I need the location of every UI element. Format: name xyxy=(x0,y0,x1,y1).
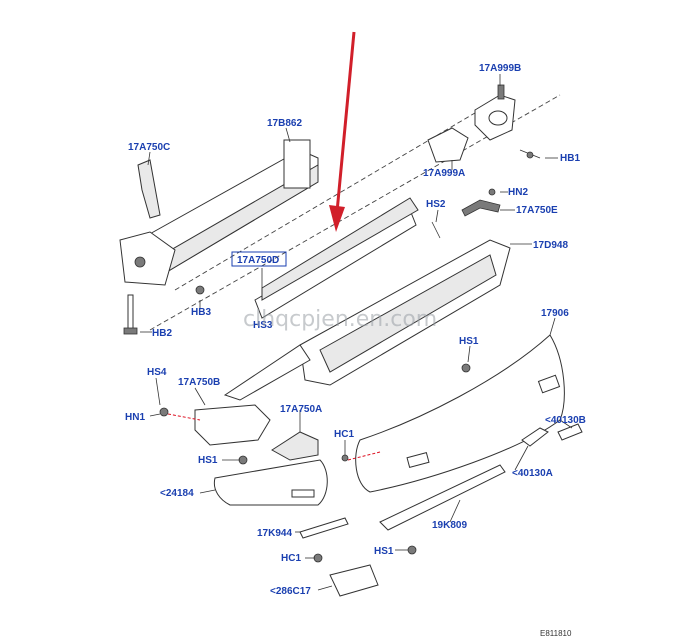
bracket-17a999a xyxy=(427,127,469,163)
red-dash-line xyxy=(347,451,381,461)
bracket-17a750e xyxy=(461,199,501,217)
strip-17k944 xyxy=(299,517,349,539)
label-hb2: HB2 xyxy=(152,328,172,339)
label-hs3: HS3 xyxy=(253,320,273,331)
screw-hs1 xyxy=(461,363,471,373)
label-17a750a: 17A750A xyxy=(280,404,322,415)
label-hn2: HN2 xyxy=(508,187,528,198)
label-hc1-lower: HC1 xyxy=(281,553,301,564)
label-17a750d: 17A750D xyxy=(237,255,279,266)
bolt-hb2 xyxy=(123,294,138,335)
reference-number: E811810 xyxy=(540,629,572,637)
label-24184: <24184 xyxy=(160,488,194,499)
reinforcement-beam xyxy=(119,139,319,286)
label-17a750b: 17A750B xyxy=(178,377,220,388)
label-hs4: HS4 xyxy=(147,367,167,378)
red-dash-line xyxy=(167,413,201,421)
label-hs2: HS2 xyxy=(426,199,446,210)
red-arrow xyxy=(329,31,356,232)
label-17a750c: 17A750C xyxy=(128,142,170,153)
nut-hn2 xyxy=(488,188,496,196)
label-hs1-upper: HS1 xyxy=(459,336,479,347)
lower-cover xyxy=(213,459,328,506)
label-17906: 17906 xyxy=(541,308,569,319)
screw-hs1 xyxy=(407,545,417,555)
label-17k944: 17K944 xyxy=(257,528,292,539)
screw-hs1 xyxy=(238,455,248,465)
label-17a999a: 17A999A xyxy=(423,168,465,179)
energy-absorber xyxy=(254,197,419,319)
bumper-cover xyxy=(355,334,565,493)
cover-40130a xyxy=(521,427,549,447)
assembly-line xyxy=(174,109,481,291)
label-40130a: <40130A xyxy=(512,468,553,479)
molding-19k809 xyxy=(379,464,506,531)
label-17b862: 17B862 xyxy=(267,118,302,129)
label-286c17: <286C17 xyxy=(270,586,311,597)
label-hc1-upper: HC1 xyxy=(334,429,354,440)
label-17a999b: 17A999B xyxy=(479,63,521,74)
label-hs1-lower: HS1 xyxy=(374,546,394,557)
bracket-17a999b xyxy=(474,84,516,141)
label-hn1: HN1 xyxy=(125,412,145,423)
bumper-support xyxy=(223,239,511,401)
callout-labels: 17A999B 17B862 17A750C HB1 17A999A HN2 H… xyxy=(125,63,586,637)
label-17d948: 17D948 xyxy=(533,240,568,251)
nut-hn1 xyxy=(159,407,169,417)
part-286c17 xyxy=(329,564,379,597)
label-hb3: HB3 xyxy=(191,307,211,318)
screw-hs2 xyxy=(431,221,441,239)
label-40130b: <40130B xyxy=(545,415,586,426)
clip-hc1 xyxy=(313,553,323,563)
clip-hc1 xyxy=(341,454,349,462)
bolt-hb3 xyxy=(195,285,205,295)
label-hb1: HB1 xyxy=(560,153,580,164)
label-17a750e: 17A750E xyxy=(516,205,558,216)
leader-lines xyxy=(140,74,573,591)
bracket-17a750b xyxy=(194,404,271,446)
label-19k809: 19K809 xyxy=(432,520,467,531)
label-hs1-left: HS1 xyxy=(198,455,218,466)
label-box xyxy=(231,251,287,267)
cover-40130b xyxy=(557,423,583,441)
bracket-17a750c xyxy=(137,159,161,219)
bracket-17a750a xyxy=(271,431,319,461)
watermark: clhqcpjen.en.com xyxy=(243,307,437,332)
